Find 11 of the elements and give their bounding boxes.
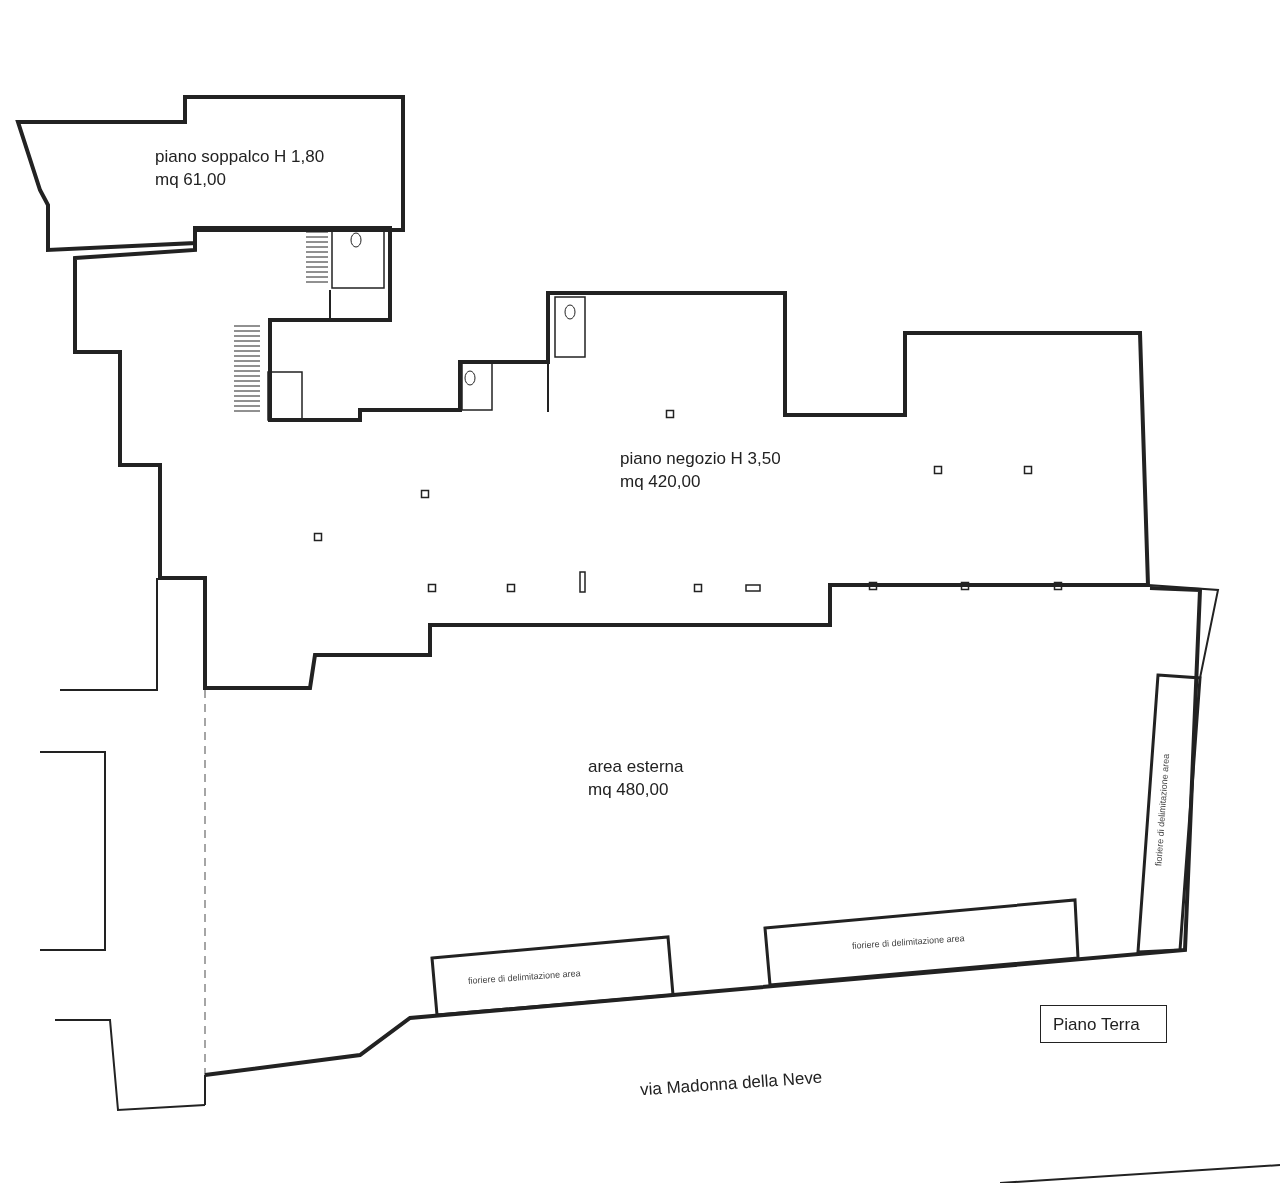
floor-label: Piano Terra [1053, 1014, 1140, 1036]
room-label: mq 61,00 [155, 169, 226, 191]
room-label: mq 480,00 [588, 779, 669, 801]
room-label: piano soppalco H 1,80 [155, 146, 325, 168]
planter-label: fioriere di delimitazione area [1153, 753, 1172, 867]
room-label: mq 420,00 [620, 471, 701, 493]
street-label: via Madonna della Neve [639, 1066, 823, 1102]
room-label: piano negozio H 3,50 [620, 448, 781, 470]
planter-label: fioriere di delimitazione area [851, 933, 965, 951]
room-label: area esterna [588, 756, 684, 778]
planter-label: fioriere di delimitazione area [467, 968, 581, 986]
